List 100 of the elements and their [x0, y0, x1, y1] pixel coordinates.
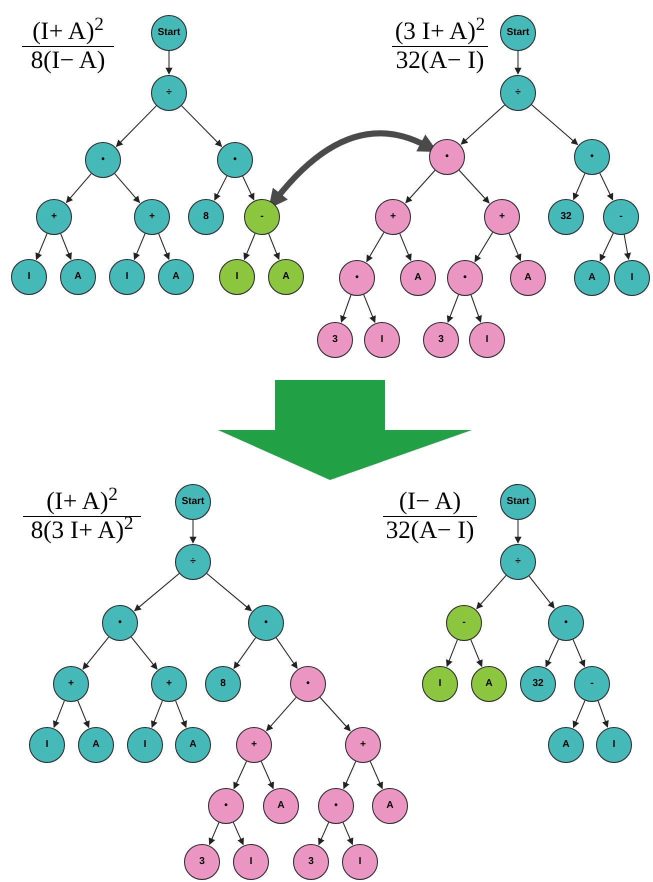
tree-node [548, 199, 584, 235]
tree-node [317, 322, 353, 358]
node-label: I [236, 272, 238, 282]
node-label: + [166, 679, 172, 689]
node-label: A [386, 801, 394, 811]
tree-node [217, 142, 253, 178]
arrow [600, 232, 614, 262]
node-label: + [68, 679, 74, 689]
node-label: A [92, 740, 100, 750]
tree-node [574, 260, 610, 296]
arrow [260, 760, 274, 790]
tree-node [471, 666, 507, 702]
node-label: ÷ [515, 88, 521, 98]
tree-node [11, 259, 47, 295]
arrow [474, 232, 494, 262]
node-label: + [360, 740, 366, 750]
node-label: • [233, 155, 237, 165]
tree-node [614, 260, 650, 296]
arrow [268, 233, 280, 260]
tree-node [244, 199, 280, 235]
tree-node [548, 727, 584, 763]
tree-node [151, 75, 187, 111]
arrow [242, 176, 254, 200]
node-label: ÷ [190, 557, 196, 567]
node-label: I [438, 679, 442, 689]
arrow [572, 173, 586, 200]
arrow [508, 233, 522, 262]
tree-node [151, 666, 187, 702]
node-label: • [224, 801, 228, 811]
node-label: I [28, 272, 30, 282]
arrow [624, 234, 631, 260]
tree-node [500, 15, 536, 51]
tree-node [520, 666, 556, 702]
arrow [340, 294, 352, 323]
tree-node [29, 727, 65, 763]
tree-node [233, 844, 269, 880]
node-label: A [189, 740, 197, 750]
formula-numerator: (I+ A)$^{2}$ [32, 18, 104, 46]
node-label: I [630, 273, 634, 283]
node-label: - [590, 679, 594, 689]
tree-node [447, 260, 483, 296]
arrow [233, 760, 247, 790]
arrow [572, 639, 586, 668]
arrow [232, 822, 244, 846]
tree-node [188, 199, 224, 235]
tree-node [372, 788, 408, 824]
tree-node [342, 844, 378, 880]
tree-node [500, 75, 536, 111]
node-label: - [462, 618, 466, 628]
tree-node [364, 322, 400, 358]
tree-node [36, 199, 72, 235]
arrow [599, 172, 614, 201]
node-label: A [282, 272, 290, 282]
tree-node [109, 259, 145, 295]
tree-node [500, 484, 536, 520]
arrow [175, 700, 187, 728]
node-label: A [562, 740, 570, 750]
tree-node [574, 139, 610, 175]
arrow [446, 294, 459, 323]
tree-node [290, 666, 326, 702]
tree-node [422, 666, 458, 702]
tree-node [175, 484, 211, 520]
formula-denominator: 32(A− I) [396, 47, 484, 75]
tree-node [60, 259, 96, 295]
tree-node [175, 727, 211, 763]
node-label: - [260, 212, 264, 222]
node-label: ÷ [166, 88, 172, 98]
arrow [476, 574, 507, 610]
node-label: 3 [332, 335, 338, 345]
arrow [82, 636, 110, 670]
node-label: A [524, 273, 532, 283]
tree-node [345, 727, 381, 763]
arrow [266, 696, 297, 732]
arrow [66, 173, 92, 204]
node-label: • [564, 618, 568, 628]
node-label: I [46, 740, 48, 750]
arrow [460, 104, 506, 145]
node-label: I [144, 740, 146, 750]
tree-node [158, 259, 194, 295]
node-label: + [251, 740, 257, 750]
arrow [114, 173, 140, 204]
formula-numerator: (3 I+ A)$^{2}$ [394, 18, 486, 46]
node-label: 8 [203, 212, 209, 222]
arrow [363, 294, 376, 324]
arrow [244, 233, 256, 260]
arrow [470, 639, 483, 668]
node-label: 8 [220, 679, 226, 689]
arrow [320, 696, 351, 732]
node-label: I [380, 335, 384, 345]
tree-node [339, 260, 375, 296]
node-label: • [463, 273, 467, 283]
arrow [60, 233, 72, 260]
node-label: Start [506, 497, 530, 507]
tree-node [400, 260, 436, 296]
arrow [446, 639, 458, 667]
arrow [208, 822, 220, 846]
node-label: • [355, 273, 359, 283]
node-label: I [486, 335, 488, 345]
arrow [134, 233, 146, 260]
tree-node [85, 142, 121, 178]
